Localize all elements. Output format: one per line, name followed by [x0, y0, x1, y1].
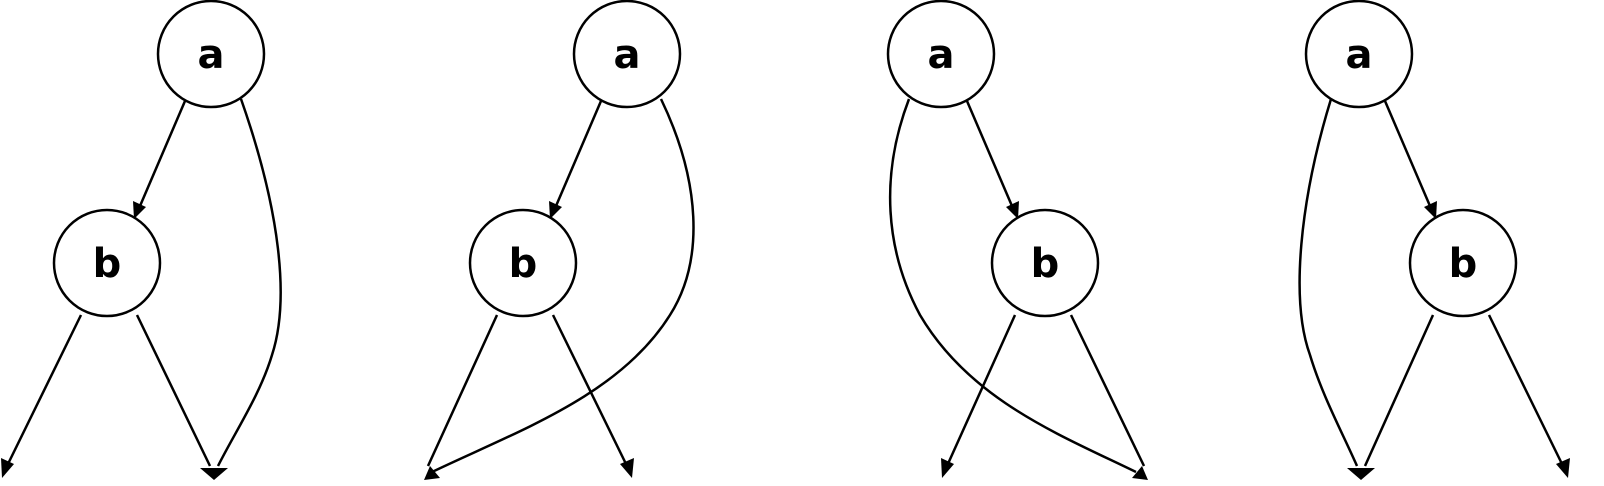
edge-a-to-b [554, 100, 603, 207]
arrowhead-b-to-right-exit [1556, 458, 1570, 478]
arrowhead-a-to-b [549, 201, 562, 219]
edge-a-to-left-exit-curved [431, 98, 695, 474]
arrowhead-left-exit [1347, 468, 1375, 480]
diagram-3: a b [886, 0, 1148, 480]
edge-b-to-left-exit [1363, 314, 1435, 467]
node-b-label: b [93, 241, 122, 287]
node-b [990, 208, 1100, 318]
edge-b-to-right-exit [551, 314, 629, 467]
arrowhead-right-exit [200, 468, 228, 480]
arrowhead-b-to-right-exit [620, 458, 634, 478]
edge-b-to-left-exit [945, 314, 1017, 467]
node-a [572, 0, 682, 109]
arrowhead-b-to-left-exit [941, 458, 954, 478]
arrowhead-left-exit [424, 466, 440, 480]
edge-a-to-b [965, 100, 1014, 207]
node-b [1408, 208, 1518, 318]
node-a-label: a [198, 32, 225, 78]
edge-b-to-right-exit [135, 314, 212, 467]
arrowhead-a-to-b [133, 201, 146, 219]
node-a [1304, 0, 1414, 109]
edge-b-to-left-exit [5, 314, 83, 467]
edge-a-to-b [1383, 100, 1432, 207]
diagram-2: a b [424, 0, 695, 480]
arrowhead-a-to-b [1006, 201, 1019, 219]
node-a-label: a [928, 32, 955, 78]
edge-b-to-right-exit [1069, 314, 1146, 467]
node-b [468, 208, 578, 318]
node-b-label: b [1449, 241, 1478, 287]
edge-a-to-left-exit-curved [1298, 98, 1359, 467]
edge-a-to-right-exit-curved [216, 98, 282, 467]
arrowhead-right-exit [1132, 466, 1148, 480]
node-a [156, 0, 266, 109]
diagram-1: a b [1, 0, 282, 480]
edge-b-to-left-exit [426, 314, 499, 467]
edge-a-to-right-exit-curved [888, 98, 1137, 474]
edge-b-to-right-exit [1487, 314, 1565, 467]
node-b-label: b [1031, 241, 1060, 287]
arrowhead-b-to-left-exit [1, 458, 14, 478]
node-a [886, 0, 996, 109]
node-a-label: a [1346, 32, 1373, 78]
node-b [52, 208, 162, 318]
diagram-4: a b [1298, 0, 1570, 480]
edge-a-to-b [138, 100, 187, 207]
node-b-label: b [509, 241, 538, 287]
arrowhead-a-to-b [1424, 201, 1437, 219]
node-a-label: a [614, 32, 641, 78]
